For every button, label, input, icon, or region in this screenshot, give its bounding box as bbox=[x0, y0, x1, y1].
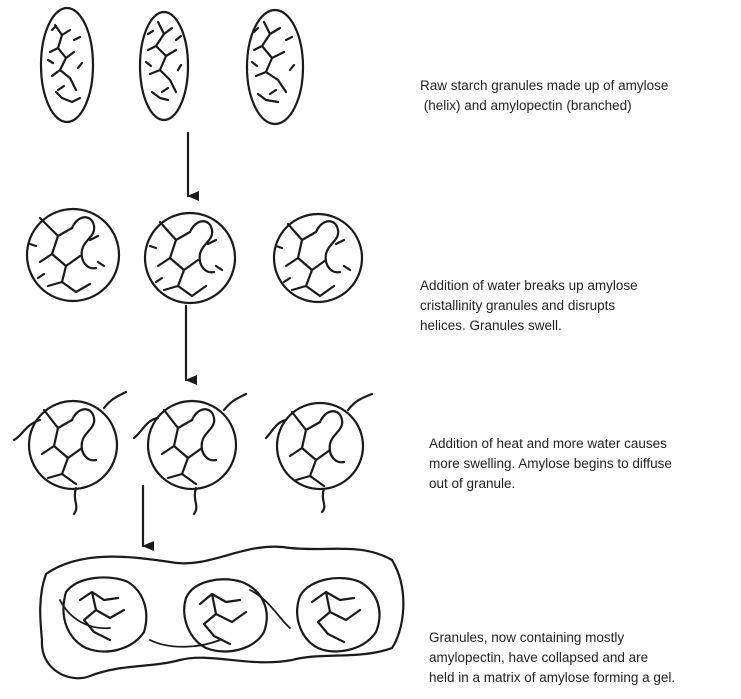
swollen-granule bbox=[145, 213, 235, 303]
caption-line: cristallinity granules and disrupts bbox=[420, 296, 638, 316]
heated-granule bbox=[14, 392, 126, 514]
caption-line: Raw starch granules made up of amylose bbox=[420, 76, 668, 96]
stage-1-caption: Raw starch granules made up of amylose (… bbox=[420, 76, 668, 116]
collapsed-granule bbox=[63, 577, 146, 651]
caption-line: held in a matrix of amylose forming a ge… bbox=[429, 668, 675, 688]
caption-line: (helix) and amylopectin (branched) bbox=[420, 96, 668, 116]
heated-granule bbox=[134, 394, 246, 514]
caption-line: amylopectin, have collapsed and are bbox=[429, 648, 675, 668]
heated-granule bbox=[266, 394, 372, 512]
caption-line: helices. Granules swell. bbox=[420, 316, 638, 336]
raw-granule bbox=[140, 12, 188, 120]
caption-line: more swelling. Amylose begins to diffuse bbox=[429, 454, 672, 474]
stage-3-caption: Addition of heat and more water causes m… bbox=[429, 434, 672, 494]
caption-line: Addition of water breaks up amylose bbox=[420, 276, 638, 296]
caption-line: out of granule. bbox=[429, 474, 672, 494]
raw-granule bbox=[41, 8, 93, 122]
caption-line: Granules, now containing mostly bbox=[429, 628, 675, 648]
collapsed-granule bbox=[184, 579, 267, 651]
swollen-granule bbox=[27, 209, 119, 301]
swollen-granule bbox=[274, 214, 362, 302]
stage-4-caption: Granules, now containing mostly amylopec… bbox=[429, 628, 675, 688]
raw-granule bbox=[247, 10, 303, 124]
stage-2-caption: Addition of water breaks up amylose cris… bbox=[420, 276, 638, 336]
collapsed-granule bbox=[297, 578, 379, 651]
caption-line: Addition of heat and more water causes bbox=[429, 434, 672, 454]
